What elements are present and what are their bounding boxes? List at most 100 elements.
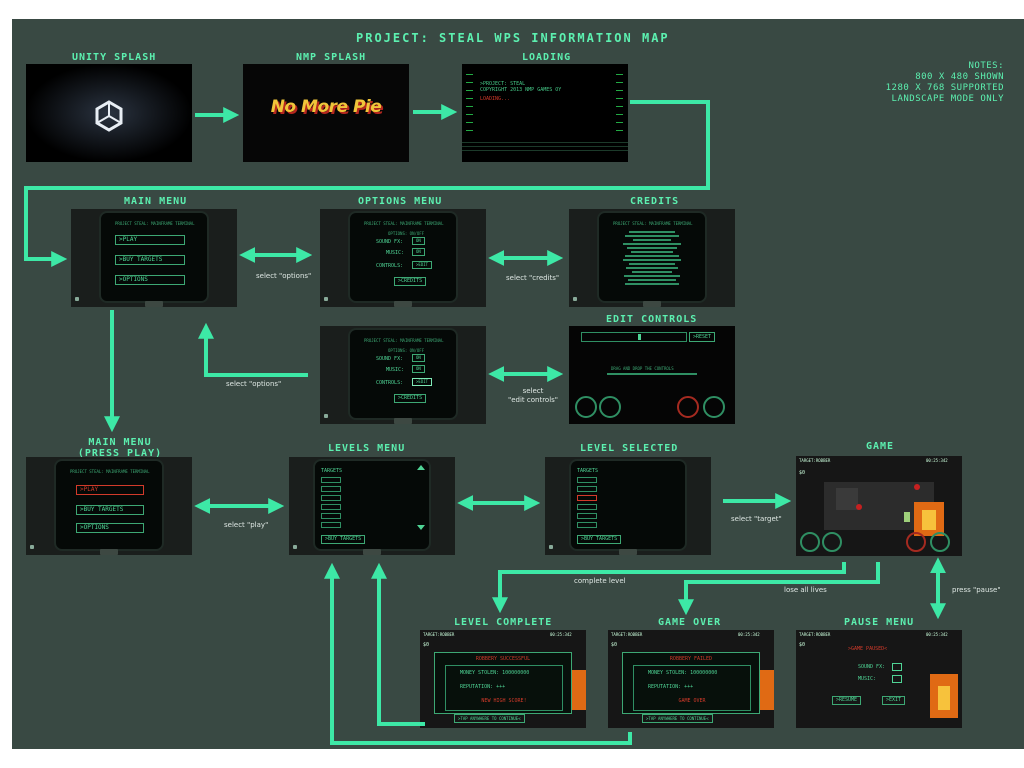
loading-status: LOADING...: [480, 96, 511, 102]
level-row[interactable]: [577, 477, 597, 483]
menu-options-button[interactable]: >OPTIONS: [76, 523, 144, 533]
tap-continue-button[interactable]: >TAP ANYWHERE TO CONTINUE<: [454, 714, 525, 723]
menu-play-button[interactable]: >PLAY: [115, 235, 185, 245]
right-button-icon[interactable]: [822, 532, 842, 552]
options-row-label: SOUND FX:: [376, 356, 404, 362]
menu-buy-targets-button[interactable]: >BUY TARGETS: [115, 255, 185, 265]
action-button-icon[interactable]: [677, 396, 699, 418]
nmp-logo: No More Pie: [270, 97, 382, 117]
edit-reset-button[interactable]: >RESET: [689, 332, 716, 342]
label-level-complete: LEVEL COMPLETE: [454, 617, 553, 628]
level-row[interactable]: [321, 504, 341, 510]
label-unity-splash: UNITY SPLASH: [72, 52, 157, 63]
arrow-loading-to-main: [24, 100, 710, 267]
speaker-icon[interactable]: [30, 545, 34, 549]
action-button-icon[interactable]: [906, 532, 926, 552]
options-credits-button[interactable]: >CREDITS: [394, 277, 427, 286]
controls-edit-button[interactable]: >EDIT: [412, 261, 433, 269]
credits-scroll-text: [623, 231, 681, 287]
speaker-icon[interactable]: [324, 414, 328, 418]
edit-slider-track[interactable]: [581, 332, 687, 342]
crt-monitor: PROJECT STEAL: MAINFRAME TERMINAL >PLAY …: [54, 459, 164, 551]
sound-fx-toggle[interactable]: ON: [412, 354, 425, 362]
left-button-icon[interactable]: [800, 532, 820, 552]
level-row[interactable]: [321, 522, 341, 528]
level-row[interactable]: [577, 513, 597, 519]
levels-buy-targets-button[interactable]: >BUY TARGETS: [577, 535, 622, 544]
level-row[interactable]: [577, 504, 597, 510]
pause-resume-button[interactable]: >RESUME: [832, 696, 862, 705]
hud-timer: 00:25:342: [550, 632, 572, 637]
notes-line: 800 X 480 SHOWN: [915, 72, 1004, 82]
scroll-down-icon[interactable]: [417, 525, 425, 530]
speaker-icon[interactable]: [573, 297, 577, 301]
pause-music-toggle[interactable]: [892, 675, 902, 683]
level-row[interactable]: [321, 477, 341, 483]
tap-continue-button[interactable]: >TAP ANYWHERE TO CONTINUE<: [642, 714, 713, 723]
label-level-selected: LEVEL SELECTED: [580, 443, 679, 454]
screen-unity-splash: [26, 64, 192, 162]
label-options-menu: OPTIONS MENU: [358, 196, 443, 207]
level-row[interactable]: [321, 495, 341, 501]
transition-label: complete level: [574, 577, 626, 585]
pause-exit-button[interactable]: >EXIT: [882, 696, 906, 705]
jump-button-icon[interactable]: [703, 396, 725, 418]
alarm-light-icon: [914, 484, 920, 490]
transition-label: press "pause": [952, 586, 1001, 594]
options-header: OPTIONS: ON/OFF: [388, 348, 425, 353]
level-row[interactable]: [577, 522, 597, 528]
sound-fx-toggle[interactable]: ON: [412, 237, 425, 245]
speaker-icon[interactable]: [324, 297, 328, 301]
transition-label-line: "edit controls": [508, 396, 559, 404]
transition-label: select "credits": [506, 274, 560, 282]
arrow-game-to-gameover: [678, 562, 880, 616]
jump-button-icon[interactable]: [930, 532, 950, 552]
hud-money: $0: [611, 642, 618, 648]
screen-levels-menu: TARGETS >BUY TARGETS: [289, 457, 455, 555]
hud-money: $0: [799, 470, 806, 476]
label-edit-controls: EDIT CONTROLS: [606, 314, 698, 325]
levels-header: TARGETS: [321, 468, 343, 474]
screen-options-menu: PROJECT STEAL: MAINFRAME TERMINAL OPTION…: [320, 209, 486, 307]
menu-options-button[interactable]: >OPTIONS: [115, 275, 185, 285]
screen-pause-menu: TARGET:ROBBER 00:25:342 $0 >GAME PAUSED<…: [796, 630, 962, 728]
screen-level-complete: TARGET:ROBBER 00:25:342 $0 ROBBERY SUCCE…: [420, 630, 586, 728]
crt-header: PROJECT STEAL: MAINFRAME TERMINAL: [70, 469, 150, 474]
screen-level-selected: TARGETS >BUY TARGETS: [545, 457, 711, 555]
menu-play-button-pressed[interactable]: >PLAY: [76, 485, 144, 495]
controls-edit-button[interactable]: >EDIT: [412, 378, 433, 386]
scroll-up-icon[interactable]: [417, 465, 425, 470]
music-toggle[interactable]: ON: [412, 248, 425, 256]
level-row-selected[interactable]: [577, 495, 597, 501]
speaker-icon[interactable]: [293, 545, 297, 549]
speaker-icon[interactable]: [75, 297, 79, 301]
notes-line: NOTES:: [968, 61, 1004, 71]
result-game-over: GAME OVER: [678, 698, 706, 704]
level-row[interactable]: [577, 486, 597, 492]
right-button-icon[interactable]: [599, 396, 621, 418]
menu-buy-targets-button[interactable]: >BUY TARGETS: [76, 505, 144, 515]
level-row[interactable]: [321, 486, 341, 492]
hud-timer: 00:25:342: [738, 632, 760, 637]
options-credits-button[interactable]: >CREDITS: [394, 394, 427, 403]
edit-slider-handle[interactable]: [638, 334, 641, 340]
screen-game-over: TARGET:ROBBER 00:25:342 $0 ROBBERY FAILE…: [608, 630, 774, 728]
arrow-gameover-to-levels: [324, 562, 632, 745]
result-panel: ROBBERY SUCCESSFUL MONEY STOLEN: 1000000…: [434, 652, 572, 714]
music-toggle[interactable]: ON: [412, 365, 425, 373]
fire-core-icon: [938, 686, 950, 710]
transition-label-line: select: [522, 387, 544, 395]
level-row[interactable]: [321, 513, 341, 519]
crt-header: PROJECT STEAL: MAINFRAME TERMINAL: [364, 221, 444, 226]
speaker-icon[interactable]: [549, 545, 553, 549]
crt-header: PROJECT STEAL: MAINFRAME TERMINAL: [613, 221, 693, 226]
fire-core-icon: [922, 510, 936, 530]
left-button-icon[interactable]: [575, 396, 597, 418]
crt-stand: [145, 301, 163, 307]
crt-header: PROJECT STEAL: MAINFRAME TERMINAL: [364, 338, 444, 343]
levels-buy-targets-button[interactable]: >BUY TARGETS: [321, 535, 366, 544]
pause-sound-toggle[interactable]: [892, 663, 902, 671]
result-panel: ROBBERY FAILED MONEY STOLEN: 100000000 R…: [622, 652, 760, 714]
